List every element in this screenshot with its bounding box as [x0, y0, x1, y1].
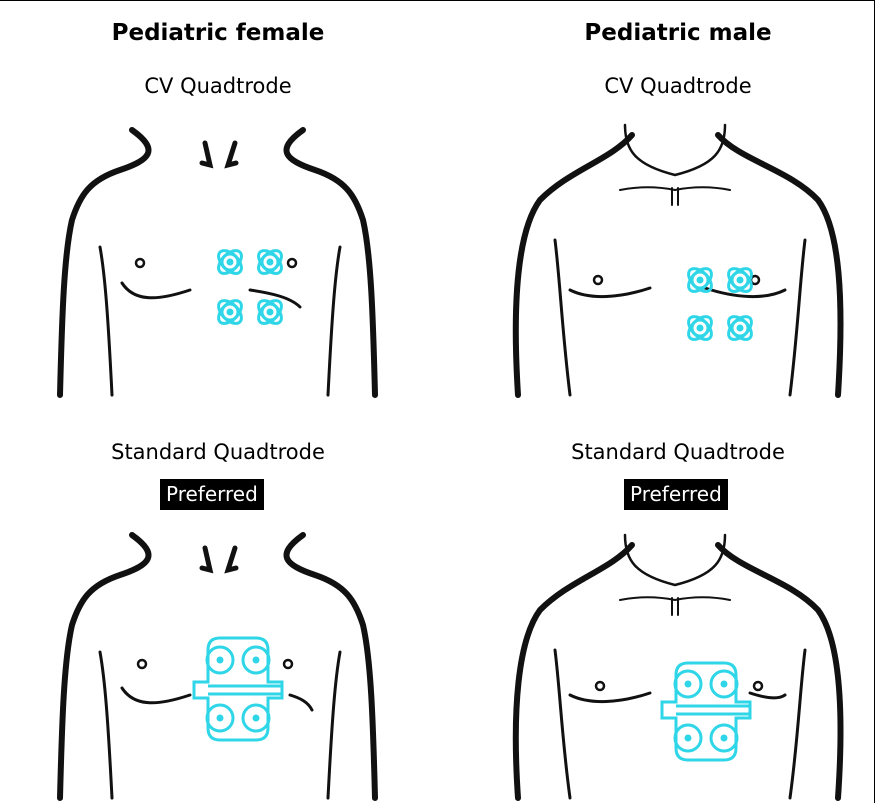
- male-cv-quadtrode-figure: [500, 120, 860, 400]
- preferred-badge-male: Preferred: [624, 479, 728, 510]
- female-torso-icon: [50, 530, 395, 802]
- cv-quadtrode-electrode-icon: [214, 246, 285, 327]
- cv-quadtrode-electrode-icon: [684, 264, 755, 343]
- preferred-badge-female: Preferred: [160, 479, 264, 510]
- standard-quadtrode-electrode-icon: [194, 638, 282, 740]
- standard-quadtrode-electrode-icon: [662, 663, 750, 760]
- male-standard-quadtrode-figure: [500, 530, 860, 802]
- label-standard-quadtrode-female: Standard Quadtrode: [68, 440, 368, 464]
- column-title-male: Pediatric male: [528, 20, 828, 46]
- label-standard-quadtrode-male: Standard Quadtrode: [528, 440, 828, 464]
- label-cv-quadtrode-male: CV Quadtrode: [528, 74, 828, 98]
- male-torso-icon: [500, 530, 860, 802]
- female-standard-quadtrode-figure: [50, 530, 395, 802]
- female-cv-quadtrode-figure: [50, 125, 395, 400]
- label-cv-quadtrode-female: CV Quadtrode: [68, 74, 368, 98]
- column-title-female: Pediatric female: [68, 20, 368, 46]
- male-torso-icon: [500, 120, 860, 400]
- female-torso-icon: [50, 125, 395, 400]
